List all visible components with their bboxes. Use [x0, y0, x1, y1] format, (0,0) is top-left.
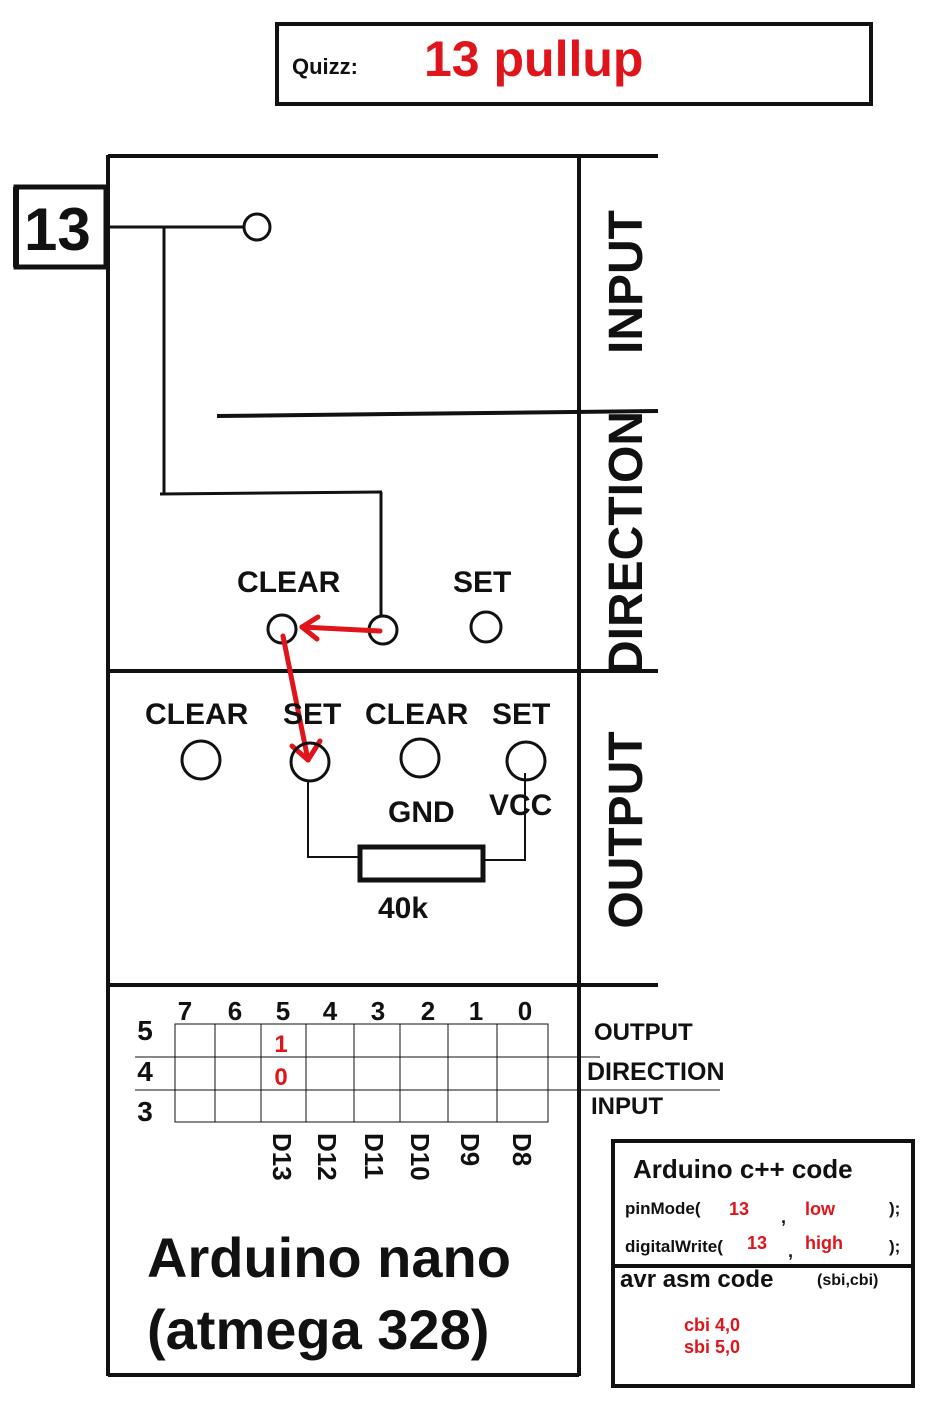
pin-label-d10: D10 [405, 1133, 435, 1181]
resistor-wire-left [307, 781, 360, 858]
bit-header-3: 3 [371, 996, 385, 1026]
quiz-label: Quizz: [292, 54, 358, 79]
output-bit5-value: 1 [274, 1031, 287, 1058]
asm-code-hint: (sbi,cbi) [817, 1272, 878, 1289]
pin-label-d9: D9 [455, 1133, 485, 1166]
direction-set-label: SET [453, 566, 511, 599]
resistor-value: 40k [378, 892, 428, 925]
digitalwrite-comma: , [788, 1241, 793, 1261]
row-address-3: 3 [137, 1096, 153, 1127]
quiz-answer: 13 pullup [424, 31, 643, 87]
digitalwrite-fn: digitalWrite( [625, 1237, 723, 1256]
bit-header-4: 4 [323, 996, 338, 1026]
pinmode-close: ); [889, 1199, 900, 1218]
output-clear-label-2: CLEAR [365, 698, 469, 731]
asm-code-title: avr asm code [620, 1266, 773, 1293]
bit-header-5: 5 [276, 996, 290, 1026]
quiz-box [275, 22, 873, 106]
digitalwrite-pin: 13 [747, 1233, 767, 1253]
board-name-line1: Arduino nano [147, 1226, 511, 1289]
row-label-output: OUTPUT [594, 1019, 693, 1046]
pinmode-comma: , [781, 1207, 786, 1227]
pin-label-d12: D12 [312, 1133, 342, 1181]
row-address-4: 4 [137, 1056, 153, 1087]
section-label-input: INPUT [600, 210, 653, 354]
section-label-direction: DIRECTION [600, 411, 653, 675]
pinmode-pin: 13 [729, 1199, 749, 1219]
pin-label-d8: D8 [507, 1133, 537, 1166]
board-name-line2: (atmega 328) [147, 1298, 489, 1361]
direction-top-divider [216, 409, 659, 418]
bit-header-6: 6 [228, 996, 242, 1026]
resistor [357, 844, 486, 883]
direction-bit5-value: 0 [274, 1064, 287, 1091]
pin-13-box-shadow [13, 187, 19, 267]
gnd-label: GND [388, 796, 455, 829]
direction-clear-label: CLEAR [237, 566, 341, 599]
pin-label-d13: D13 [267, 1133, 297, 1181]
direction-set-contact [469, 610, 503, 644]
bit-header-0: 0 [518, 996, 532, 1026]
pin-wire-across [159, 490, 383, 496]
pinmode-fn: pinMode( [625, 1199, 701, 1218]
direction-arrow [299, 614, 383, 642]
asm-line-1: cbi 4,0 [684, 1315, 740, 1335]
bit-header-1: 1 [469, 996, 483, 1026]
row-label-direction: DIRECTION [587, 1058, 725, 1086]
register-grid-frame [174, 1023, 549, 1123]
bit-header-2: 2 [421, 996, 435, 1026]
output-set-label-1: SET [283, 698, 341, 731]
asm-line-2: sbi 5,0 [684, 1337, 740, 1357]
output-clear-contact-1 [180, 739, 222, 781]
row-address-5: 5 [137, 1015, 153, 1046]
resistor-wire-right [483, 773, 526, 861]
output-clear-label-1: CLEAR [145, 698, 249, 731]
bit-header-7: 7 [178, 996, 192, 1026]
register-table: 7 6 5 4 3 2 1 0 5 4 3 1 0 OUTPUT DIRECTI… [135, 996, 725, 1181]
pin-label-d11: D11 [359, 1133, 389, 1179]
digitalwrite-value: high [805, 1233, 843, 1253]
asm-code-box [611, 1264, 915, 1388]
digitalwrite-close: ); [889, 1237, 900, 1256]
input-node [242, 212, 272, 242]
pin-13-number: 13 [24, 196, 91, 263]
row-label-input: INPUT [591, 1093, 663, 1120]
pinmode-value: low [805, 1199, 836, 1219]
cpp-code-title: Arduino c++ code [633, 1154, 853, 1184]
output-clear-contact-2 [399, 737, 441, 779]
output-set-contact-1 [289, 741, 331, 783]
section-label-output: OUTPUT [600, 731, 653, 928]
output-set-label-2: SET [492, 698, 550, 731]
vcc-label: VCC [489, 789, 552, 822]
